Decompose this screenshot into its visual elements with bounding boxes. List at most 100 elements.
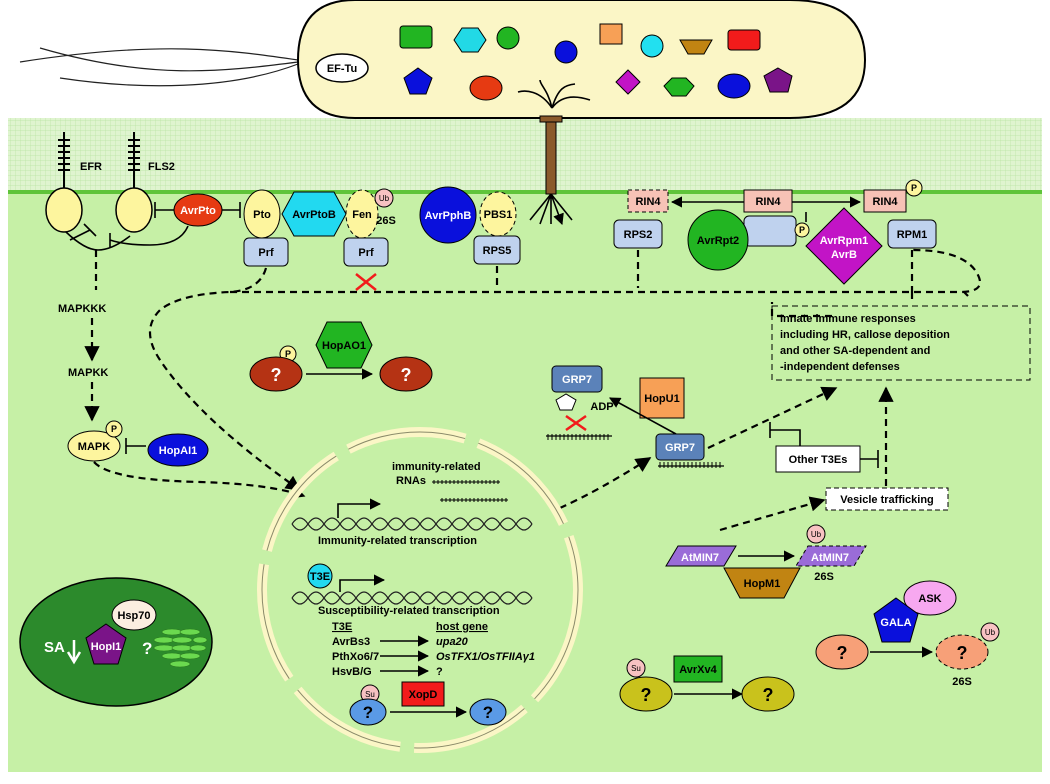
pto-label: Pto bbox=[253, 209, 271, 221]
grp7-label: GRP7 bbox=[665, 442, 695, 454]
rna-ticks bbox=[659, 462, 721, 468]
hsp70-label: Hsp70 bbox=[117, 610, 150, 622]
signal-path bbox=[963, 291, 969, 297]
rps5-box bbox=[473, 235, 521, 265]
rps2-box bbox=[613, 219, 663, 249]
gala-label: GALA bbox=[880, 617, 911, 629]
receptor-link bbox=[65, 231, 131, 251]
p-label: P bbox=[285, 349, 291, 359]
rps2-rpm1-box bbox=[743, 215, 797, 247]
avrpphb-complex: AvrPphB PBS1 RPS5 bbox=[419, 186, 521, 265]
bacterium-body bbox=[296, 0, 867, 119]
ask-label: ASK bbox=[918, 593, 941, 605]
unknown-label: ? bbox=[837, 643, 848, 663]
blocked-cross bbox=[565, 414, 587, 432]
mapkkk-label: MAPKKK bbox=[58, 303, 106, 315]
other-t3es-label: Other T3Es bbox=[789, 454, 848, 466]
hopai1-effector bbox=[147, 433, 209, 467]
avrptob-label: AvrPtoB bbox=[292, 209, 336, 221]
prf-label: Prf bbox=[358, 247, 374, 259]
su-label: Su bbox=[365, 690, 375, 699]
unknown-label: ? bbox=[763, 685, 774, 705]
avrpphb-label: AvrPphB bbox=[425, 210, 472, 222]
avrpphb-effector bbox=[419, 186, 477, 244]
avrxv4-effector bbox=[673, 655, 723, 683]
prf-box bbox=[343, 237, 389, 267]
nucleus-to-grp7 bbox=[559, 457, 652, 510]
dna-strand bbox=[291, 591, 533, 605]
cell-wall bbox=[8, 118, 1042, 192]
avrpto-inhibits-pto bbox=[222, 202, 241, 218]
etl-dashed-line bbox=[230, 248, 982, 294]
effector-shape bbox=[663, 77, 695, 97]
p-label: P bbox=[911, 183, 917, 193]
ask-protein bbox=[903, 580, 957, 616]
unknown-substrate bbox=[349, 698, 387, 726]
mapk-to-nucleus bbox=[93, 461, 306, 499]
flagellum bbox=[19, 47, 299, 87]
fen-label: Fen bbox=[352, 209, 372, 221]
p-marker bbox=[105, 420, 123, 438]
table-gene: ? bbox=[436, 666, 443, 678]
immunity-transcription-label: Immunity-related transcription bbox=[318, 535, 477, 547]
unknown-substrate-degraded bbox=[935, 634, 989, 670]
su-label: Su bbox=[631, 664, 641, 673]
sa-down-arrow bbox=[66, 640, 82, 665]
hopm1-effector bbox=[723, 567, 801, 599]
effector-shape bbox=[399, 25, 433, 49]
degradation-26s: 26S bbox=[814, 571, 834, 583]
effector-shape bbox=[717, 73, 751, 99]
rpm1-label: RPM1 bbox=[897, 229, 928, 241]
gala-effector bbox=[873, 597, 919, 643]
rin4-box-phospho bbox=[863, 189, 907, 213]
immunity-rnas-line2: RNAs bbox=[396, 475, 426, 487]
rin4-module: RIN4 RPS2 RIN4 AvrRpt2 P AvrRpm1 AvrB RI… bbox=[613, 179, 937, 285]
unknown-substrate bbox=[469, 698, 507, 726]
p-label: P bbox=[111, 424, 117, 434]
degradation-26s: 26S bbox=[952, 676, 972, 688]
dna-strand bbox=[291, 517, 533, 531]
secretion-pilus-tips bbox=[517, 79, 591, 109]
avrb-label: AvrB bbox=[831, 249, 857, 261]
unknown-label: ? bbox=[363, 703, 373, 722]
efr-inhibition bbox=[69, 223, 97, 241]
ub-label: Ub bbox=[985, 628, 996, 637]
hopu1-label: HopU1 bbox=[644, 393, 679, 405]
avrrpt2-effector bbox=[687, 209, 749, 271]
atmin7-box bbox=[665, 545, 737, 567]
table-gene: upa20 bbox=[436, 636, 469, 648]
innate-immune-box bbox=[771, 305, 1031, 381]
innate-line-4: -independent defenses bbox=[780, 361, 900, 373]
pto-complex: Pto AvrPtoB Fen Ub 26S Prf Prf bbox=[243, 188, 396, 291]
effector-shape bbox=[679, 39, 713, 55]
table-t3e: HsvB/G bbox=[332, 666, 372, 678]
degradation-26s: 26S bbox=[376, 215, 396, 227]
effector-shape bbox=[763, 67, 793, 93]
pbs1-label: PBS1 bbox=[484, 209, 513, 221]
rps2-label: RPS2 bbox=[624, 229, 653, 241]
efr-receptor: EFR bbox=[45, 132, 102, 233]
unknown-label: ? bbox=[957, 643, 968, 663]
rna-ticks bbox=[440, 498, 508, 502]
rps5-label: RPS5 bbox=[483, 245, 512, 257]
unknown-label: ? bbox=[641, 685, 652, 705]
atmin7-label: AtMIN7 bbox=[681, 552, 719, 564]
ef-tu-oval bbox=[315, 53, 369, 83]
avrrpm1-effector bbox=[805, 207, 883, 285]
nuclear-envelope-outline bbox=[261, 431, 579, 749]
unknown-substrate bbox=[379, 356, 433, 392]
unknown-label: ? bbox=[483, 703, 493, 722]
avrpto-label: AvrPto bbox=[180, 205, 216, 217]
adp-label: ADP bbox=[590, 401, 613, 413]
effector-shape bbox=[554, 40, 578, 64]
table-t3e: PthXo6/7 bbox=[332, 651, 379, 663]
table-header-t3e: T3E bbox=[332, 621, 352, 633]
rna-ticks bbox=[432, 480, 500, 484]
hopm1-label: HopM1 bbox=[744, 578, 781, 590]
grp7-box bbox=[551, 365, 603, 393]
dna-strand bbox=[291, 591, 533, 605]
rin4-box-cleaved bbox=[627, 189, 669, 213]
hopi1-effector bbox=[85, 623, 127, 665]
effector-shape bbox=[727, 29, 761, 51]
sa-label: SA bbox=[44, 639, 65, 656]
